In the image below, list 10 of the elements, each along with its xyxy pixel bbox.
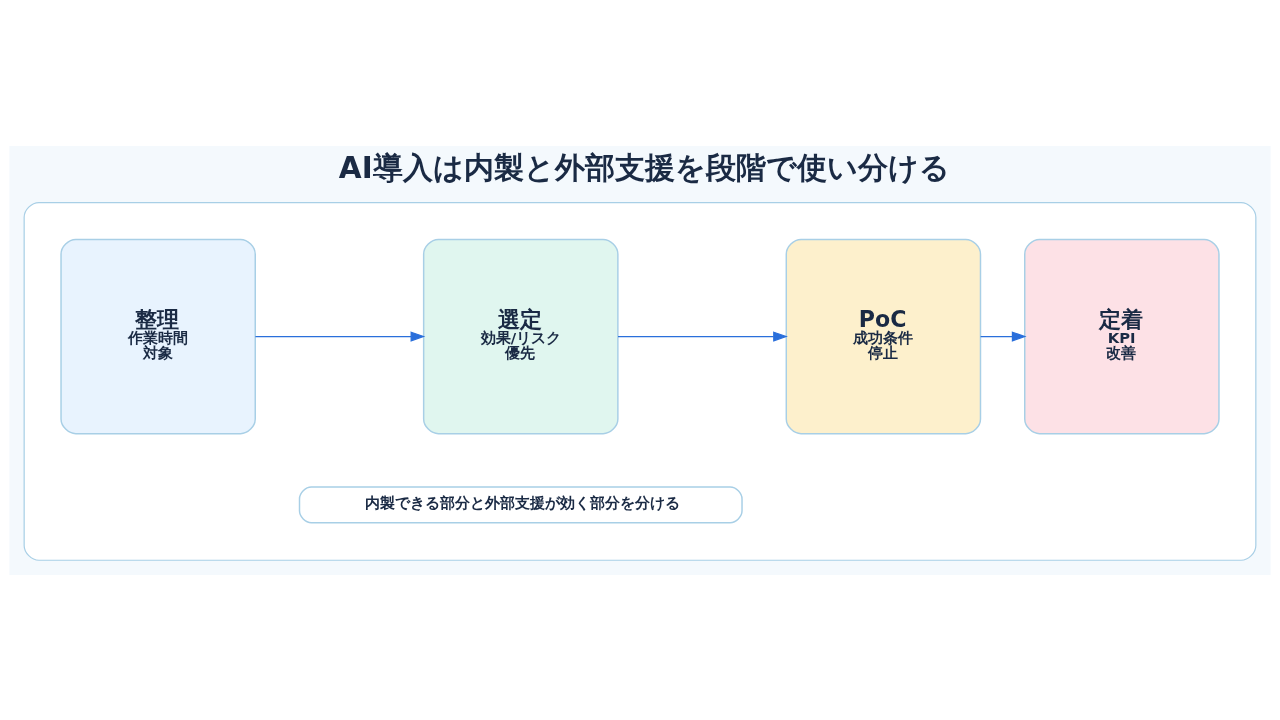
cluster	[23, 201, 1257, 561]
arrow	[617, 330, 788, 342]
node-box: 選定 効果/リスク 優先	[422, 238, 619, 434]
node-box: 内製できる部分と外部支援が効く部分を分ける	[298, 485, 743, 523]
node-box: 整理 作業時間 対象	[60, 238, 256, 434]
diagram-title: AI導入は内製と外部支援を段階で使い分ける	[338, 150, 950, 185]
arrow	[254, 330, 426, 342]
node-box: 定着 KPI 改善	[1024, 238, 1220, 434]
node-box: PoC 成功条件 停止	[785, 238, 982, 434]
arrow	[980, 330, 1027, 342]
